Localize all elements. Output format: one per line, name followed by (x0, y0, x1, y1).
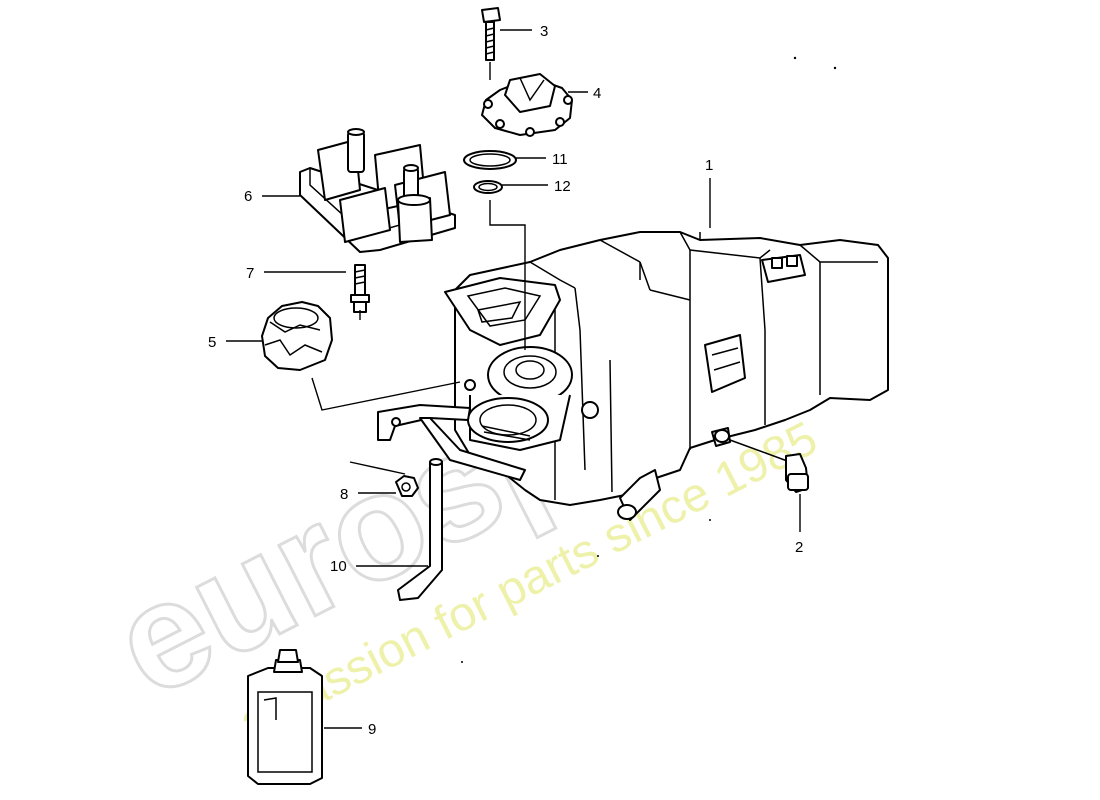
expansion-tank (377, 231, 889, 521)
callout-5: 5 (208, 334, 216, 351)
specks (461, 56, 837, 663)
nut (395, 475, 419, 497)
bolt-7 (350, 264, 370, 313)
filler-cap (261, 301, 333, 371)
o-ring-11 (463, 150, 517, 170)
holder (299, 128, 456, 253)
callout-12: 12 (554, 178, 571, 195)
callout-8: 8 (340, 486, 348, 503)
level-sensor (729, 439, 809, 493)
callout-labels: 3 4 11 12 1 6 7 5 8 10 9 2 (208, 23, 803, 738)
callout-7: 7 (246, 265, 254, 282)
o-ring-12 (473, 180, 503, 194)
coolant-bottle (247, 649, 323, 785)
callout-1: 1 (705, 157, 713, 174)
callout-10: 10 (330, 558, 347, 575)
callout-6: 6 (244, 188, 252, 205)
leader-lines (226, 29, 801, 729)
callout-2: 2 (795, 539, 803, 556)
callout-11: 11 (552, 151, 568, 168)
callout-9: 9 (368, 721, 376, 738)
bolt-3 (481, 7, 501, 61)
hose (397, 458, 443, 601)
callout-3: 3 (540, 23, 548, 40)
callout-4: 4 (593, 85, 601, 102)
cover-plate (481, 73, 573, 137)
assembly-lines (311, 62, 526, 475)
